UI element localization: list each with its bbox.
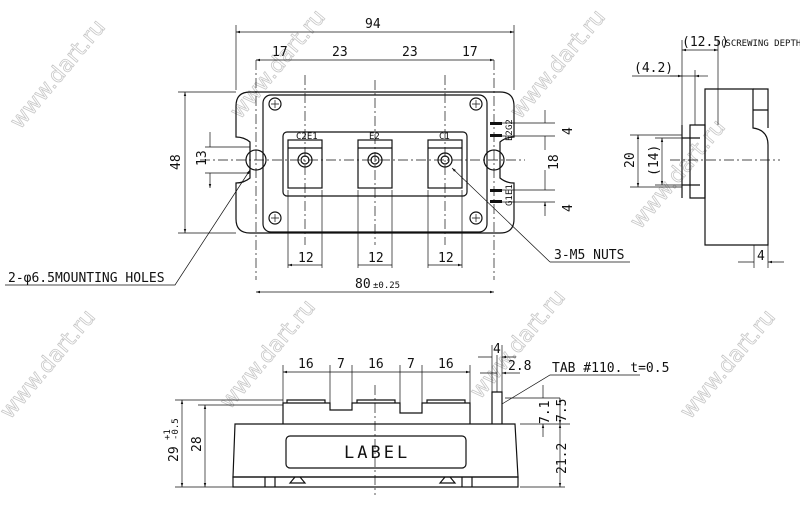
svg-text:7: 7 — [407, 357, 415, 372]
dim-height: 48 — [169, 154, 184, 170]
svg-text:www.dart.ru: www.dart.ru — [225, 5, 330, 124]
front-view: LABEL 16 7 16 7 16 4 2.8 TAB #110. t=0.5… — [163, 342, 669, 495]
svg-text:21.2: 21.2 — [555, 443, 570, 474]
svg-text:12: 12 — [298, 251, 314, 266]
label-text: LABEL — [344, 443, 410, 463]
svg-text:www.dart.ru: www.dart.ru — [625, 115, 730, 234]
dim-hole-pitch: 80 — [355, 277, 371, 292]
mounting-holes-note: 2-φ6.5MOUNTING HOLES — [8, 271, 165, 286]
dim-overall-width: 94 — [365, 17, 381, 32]
dim-pitch: 17 — [272, 45, 288, 60]
dim-hole-spacing: 13 — [195, 150, 210, 166]
svg-text:12: 12 — [438, 251, 454, 266]
svg-text:-0.5: -0.5 — [171, 418, 181, 440]
svg-text:G2: G2 — [505, 119, 515, 130]
side-body — [704, 88, 769, 246]
dim-pitch: 23 — [332, 45, 348, 60]
svg-text:www.dart.ru: www.dart.ru — [0, 305, 101, 424]
top-view: C2E1 E2 C1 G2 E2 E1 G1 94 — [5, 17, 630, 294]
screw-icons — [268, 97, 483, 225]
tab-terminal — [491, 391, 503, 424]
svg-text:www.dart.ru: www.dart.ru — [675, 305, 780, 424]
svg-text:G1: G1 — [505, 195, 515, 206]
svg-text:2.8: 2.8 — [508, 359, 531, 374]
svg-text:7.1: 7.1 — [538, 401, 553, 424]
svg-text:(4.2): (4.2) — [634, 61, 673, 76]
svg-text:C1: C1 — [439, 132, 450, 142]
gate-pins: G2 E2 E1 G1 — [490, 119, 515, 206]
screwing-depth-note: (SCREWING DEPTH) — [720, 39, 800, 49]
svg-text:www.dart.ru: www.dart.ru — [5, 15, 110, 134]
svg-text:28: 28 — [190, 436, 205, 452]
nuts-note: 3-M5 NUTS — [554, 248, 624, 263]
svg-text:20: 20 — [623, 152, 638, 168]
svg-text:4: 4 — [757, 249, 765, 264]
svg-text:E1: E1 — [505, 184, 515, 195]
dim-pitch: 23 — [402, 45, 418, 60]
svg-text:±0.25: ±0.25 — [373, 281, 400, 291]
svg-text:E2: E2 — [505, 130, 515, 141]
label-area — [285, 435, 467, 469]
svg-text:4: 4 — [561, 204, 576, 212]
svg-text:www.dart.ru: www.dart.ru — [465, 285, 570, 404]
svg-text:4: 4 — [493, 342, 501, 357]
svg-text:18: 18 — [547, 154, 562, 170]
svg-text:16: 16 — [368, 357, 384, 372]
svg-text:16: 16 — [438, 357, 454, 372]
svg-text:7.5: 7.5 — [555, 399, 570, 422]
svg-text:16: 16 — [298, 357, 314, 372]
svg-text:(14): (14) — [647, 145, 662, 176]
svg-text:4: 4 — [561, 127, 576, 135]
svg-text:7: 7 — [337, 357, 345, 372]
svg-text:www.dart.ru: www.dart.ru — [215, 295, 320, 414]
screwing-depth: (12.5) — [682, 35, 729, 50]
side-view: (12.5) (SCREWING DEPTH) (4.2) 20 (14) 4 — [623, 35, 800, 268]
dim-pitch: 17 — [462, 45, 478, 60]
svg-text:www.dart.ru: www.dart.ru — [505, 5, 610, 124]
base-plate-outline — [235, 91, 515, 234]
svg-text:C2E1: C2E1 — [296, 132, 318, 142]
svg-text:+1: +1 — [163, 429, 173, 440]
svg-text:29: 29 — [167, 446, 182, 462]
svg-text:E2: E2 — [369, 132, 380, 142]
svg-text:12: 12 — [368, 251, 384, 266]
tab-note: TAB #110. t=0.5 — [552, 361, 669, 376]
